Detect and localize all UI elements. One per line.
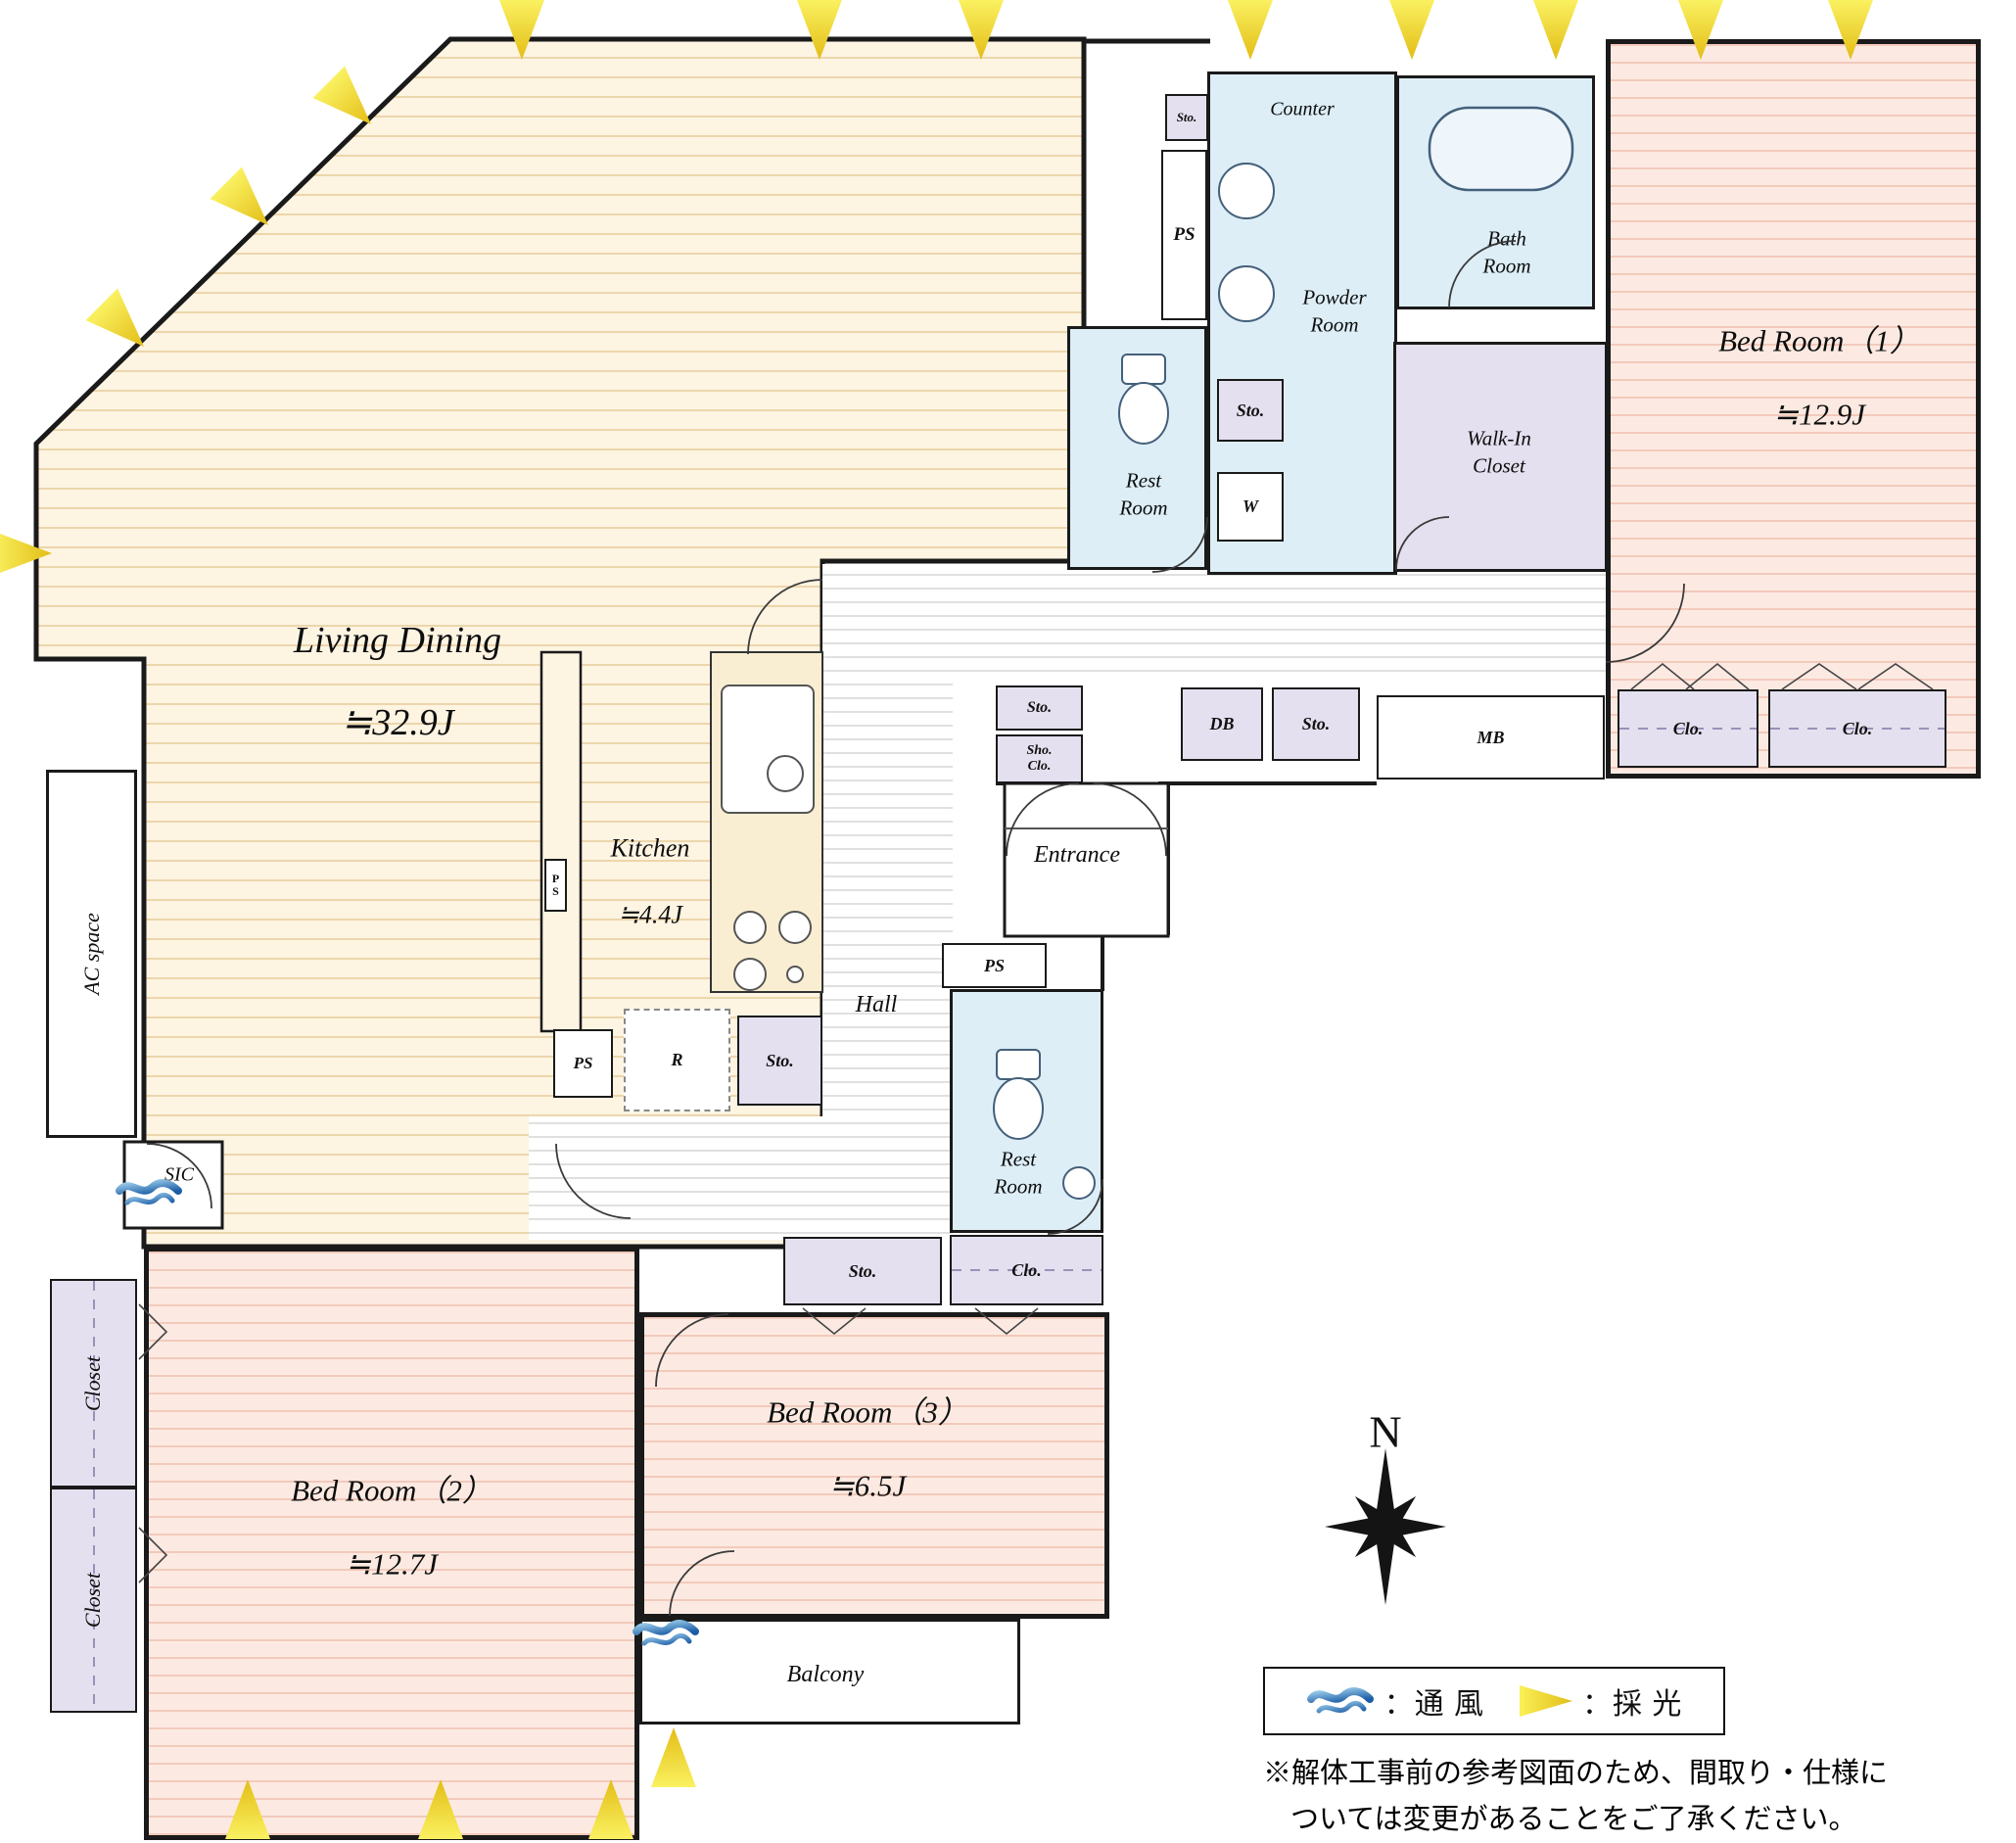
hall-floor-lower <box>529 1116 822 1240</box>
storage-box: Sto. <box>996 685 1083 731</box>
entrance-label: Entrance <box>1034 841 1120 868</box>
closet-left-upper: Closet <box>50 1279 137 1488</box>
rest-mid-label: Rest Room <box>994 1147 1043 1199</box>
closet-left-lower: Closet <box>50 1488 137 1713</box>
bedroom3-label: Bed Room（3） ≒6.5J <box>767 1394 968 1503</box>
stove-burner <box>786 966 804 983</box>
hall-label: Hall <box>855 991 898 1017</box>
closet-label: Closet <box>80 1572 106 1629</box>
balcony-label: Balcony <box>786 1661 865 1687</box>
kitchen-label: Kitchen ≒4.4J <box>610 833 690 929</box>
pipe-space: PS <box>942 943 1047 988</box>
room-rest-top <box>1067 326 1207 570</box>
storage-box: Sto. <box>783 1237 942 1305</box>
closet-box: Clo. <box>950 1235 1103 1305</box>
ventilation-wave-icon <box>1306 1681 1375 1721</box>
disclaimer-line2: ついては変更があることをご了承ください。 <box>1290 1803 1857 1835</box>
living-dining-label: Living Dining ≒32.9J <box>293 620 502 744</box>
room-bedroom2 <box>144 1247 639 1840</box>
delivery-box: DB <box>1181 687 1263 761</box>
disclaimer-note: ※解体工事前の参考図面のため、間取り・仕様に ついては変更があることをご了承くだ… <box>1263 1751 2007 1843</box>
bedroom1-label: Bed Room（1） ≒12.9J <box>1718 323 1920 432</box>
closet-box: Clo. <box>1617 689 1758 768</box>
room-balcony <box>639 1619 1020 1725</box>
counter-label: Counter <box>1270 98 1335 120</box>
kitchen-island-counter <box>539 650 583 1033</box>
pipe-space: PS <box>553 1029 613 1098</box>
sic-label: SIC <box>164 1163 194 1186</box>
closet-box: Clo. <box>1768 689 1946 768</box>
kitchen-sink <box>721 685 815 814</box>
ps-letter-s: S <box>552 884 559 898</box>
ventilation-label: ：通 風 <box>1383 1688 1484 1721</box>
stove-burner <box>733 958 767 991</box>
compass-north-label: N <box>1369 1406 1402 1457</box>
refrigerator-space: R <box>624 1009 730 1111</box>
powder-label: Powder Room <box>1302 285 1367 337</box>
legend-box: ：通 風 ：採 光 <box>1263 1667 1725 1735</box>
hall-floor-upper <box>822 564 1606 680</box>
stove-burner <box>733 911 767 944</box>
pipe-space: PS <box>1161 150 1207 320</box>
stove-burner <box>778 911 812 944</box>
daylight-label: ：採 光 <box>1582 1688 1683 1721</box>
storage-box: Sto. <box>1272 687 1360 761</box>
daylight-arrow-icon <box>1520 1685 1572 1717</box>
ac-space-label: AC space <box>78 913 104 995</box>
pipe-space-island: P S <box>544 859 567 912</box>
bath-label: Bath Room <box>1482 226 1531 278</box>
ps-letter-p: P <box>551 871 560 885</box>
ac-space: AC space <box>46 770 137 1138</box>
washer-space: W <box>1217 472 1284 542</box>
storage-box: Sto. <box>737 1016 822 1106</box>
hall-floor-vertical <box>822 680 953 1240</box>
rest-top-label: Rest Room <box>1119 468 1168 520</box>
closet-label: Closet <box>80 1355 106 1411</box>
walk-in-closet-label: Walk-In Closet <box>1467 426 1531 478</box>
kitchen-sink-drain <box>767 755 804 792</box>
meter-box: MB <box>1377 695 1605 780</box>
disclaimer-line1: ※解体工事前の参考図面のため、間取り・仕様に <box>1263 1758 1889 1789</box>
shoe-closet: Sho. Clo. <box>996 734 1083 783</box>
storage-box: Sto. <box>1165 94 1208 141</box>
bedroom2-label: Bed Room（2） ≒12.7J <box>291 1473 492 1582</box>
storage-box: Sto. <box>1217 379 1284 442</box>
